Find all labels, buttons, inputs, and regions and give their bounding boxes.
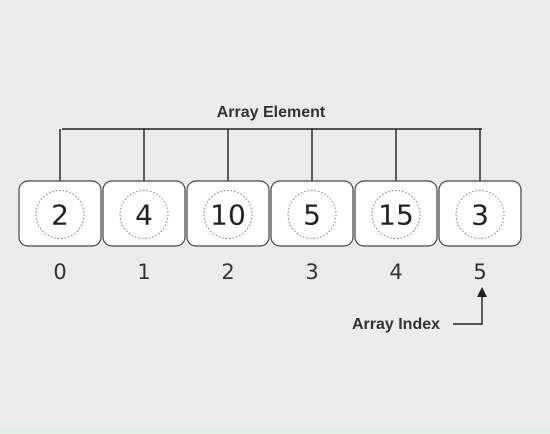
array-element-label: Array Element	[217, 104, 326, 121]
array-index-3: 3	[305, 260, 318, 284]
array-cell-1	[102, 180, 186, 247]
cell-value-0: 2	[51, 199, 69, 232]
array-cell-4	[354, 180, 438, 247]
cell-value-2: 10	[210, 199, 246, 232]
array-cell-5	[438, 180, 522, 247]
array-index-5: 5	[473, 260, 486, 284]
cell-value-4: 15	[378, 199, 414, 232]
array-cell-0	[18, 180, 102, 247]
cell-dotted-circle-2	[203, 190, 253, 239]
cell-dotted-circle-3	[287, 190, 337, 239]
cell-value-3: 5	[303, 199, 321, 232]
cell-value-1: 4	[135, 199, 153, 232]
element-arrows	[55, 129, 485, 193]
index-pointer	[453, 287, 487, 325]
array-cells: 2 4 10 5 15 3	[18, 180, 522, 247]
array-indices: 0 1 2 3 4 5	[53, 260, 486, 284]
bottom-band	[0, 428, 550, 434]
array-index-0: 0	[53, 260, 66, 284]
index-pointer-arrow	[453, 287, 487, 325]
cell-dotted-circle-0	[35, 190, 85, 239]
cell-dotted-circle-5	[455, 190, 505, 239]
array-index-label: Array Index	[352, 316, 440, 333]
array-cell-3	[270, 180, 354, 247]
array-cell-2	[186, 180, 270, 247]
array-index-4: 4	[389, 260, 402, 284]
array-index-1: 1	[137, 260, 150, 284]
cell-value-5: 3	[471, 199, 489, 232]
cell-dotted-circle-4	[371, 190, 421, 239]
array-index-2: 2	[221, 260, 234, 284]
cell-dotted-circle-1	[119, 190, 169, 239]
